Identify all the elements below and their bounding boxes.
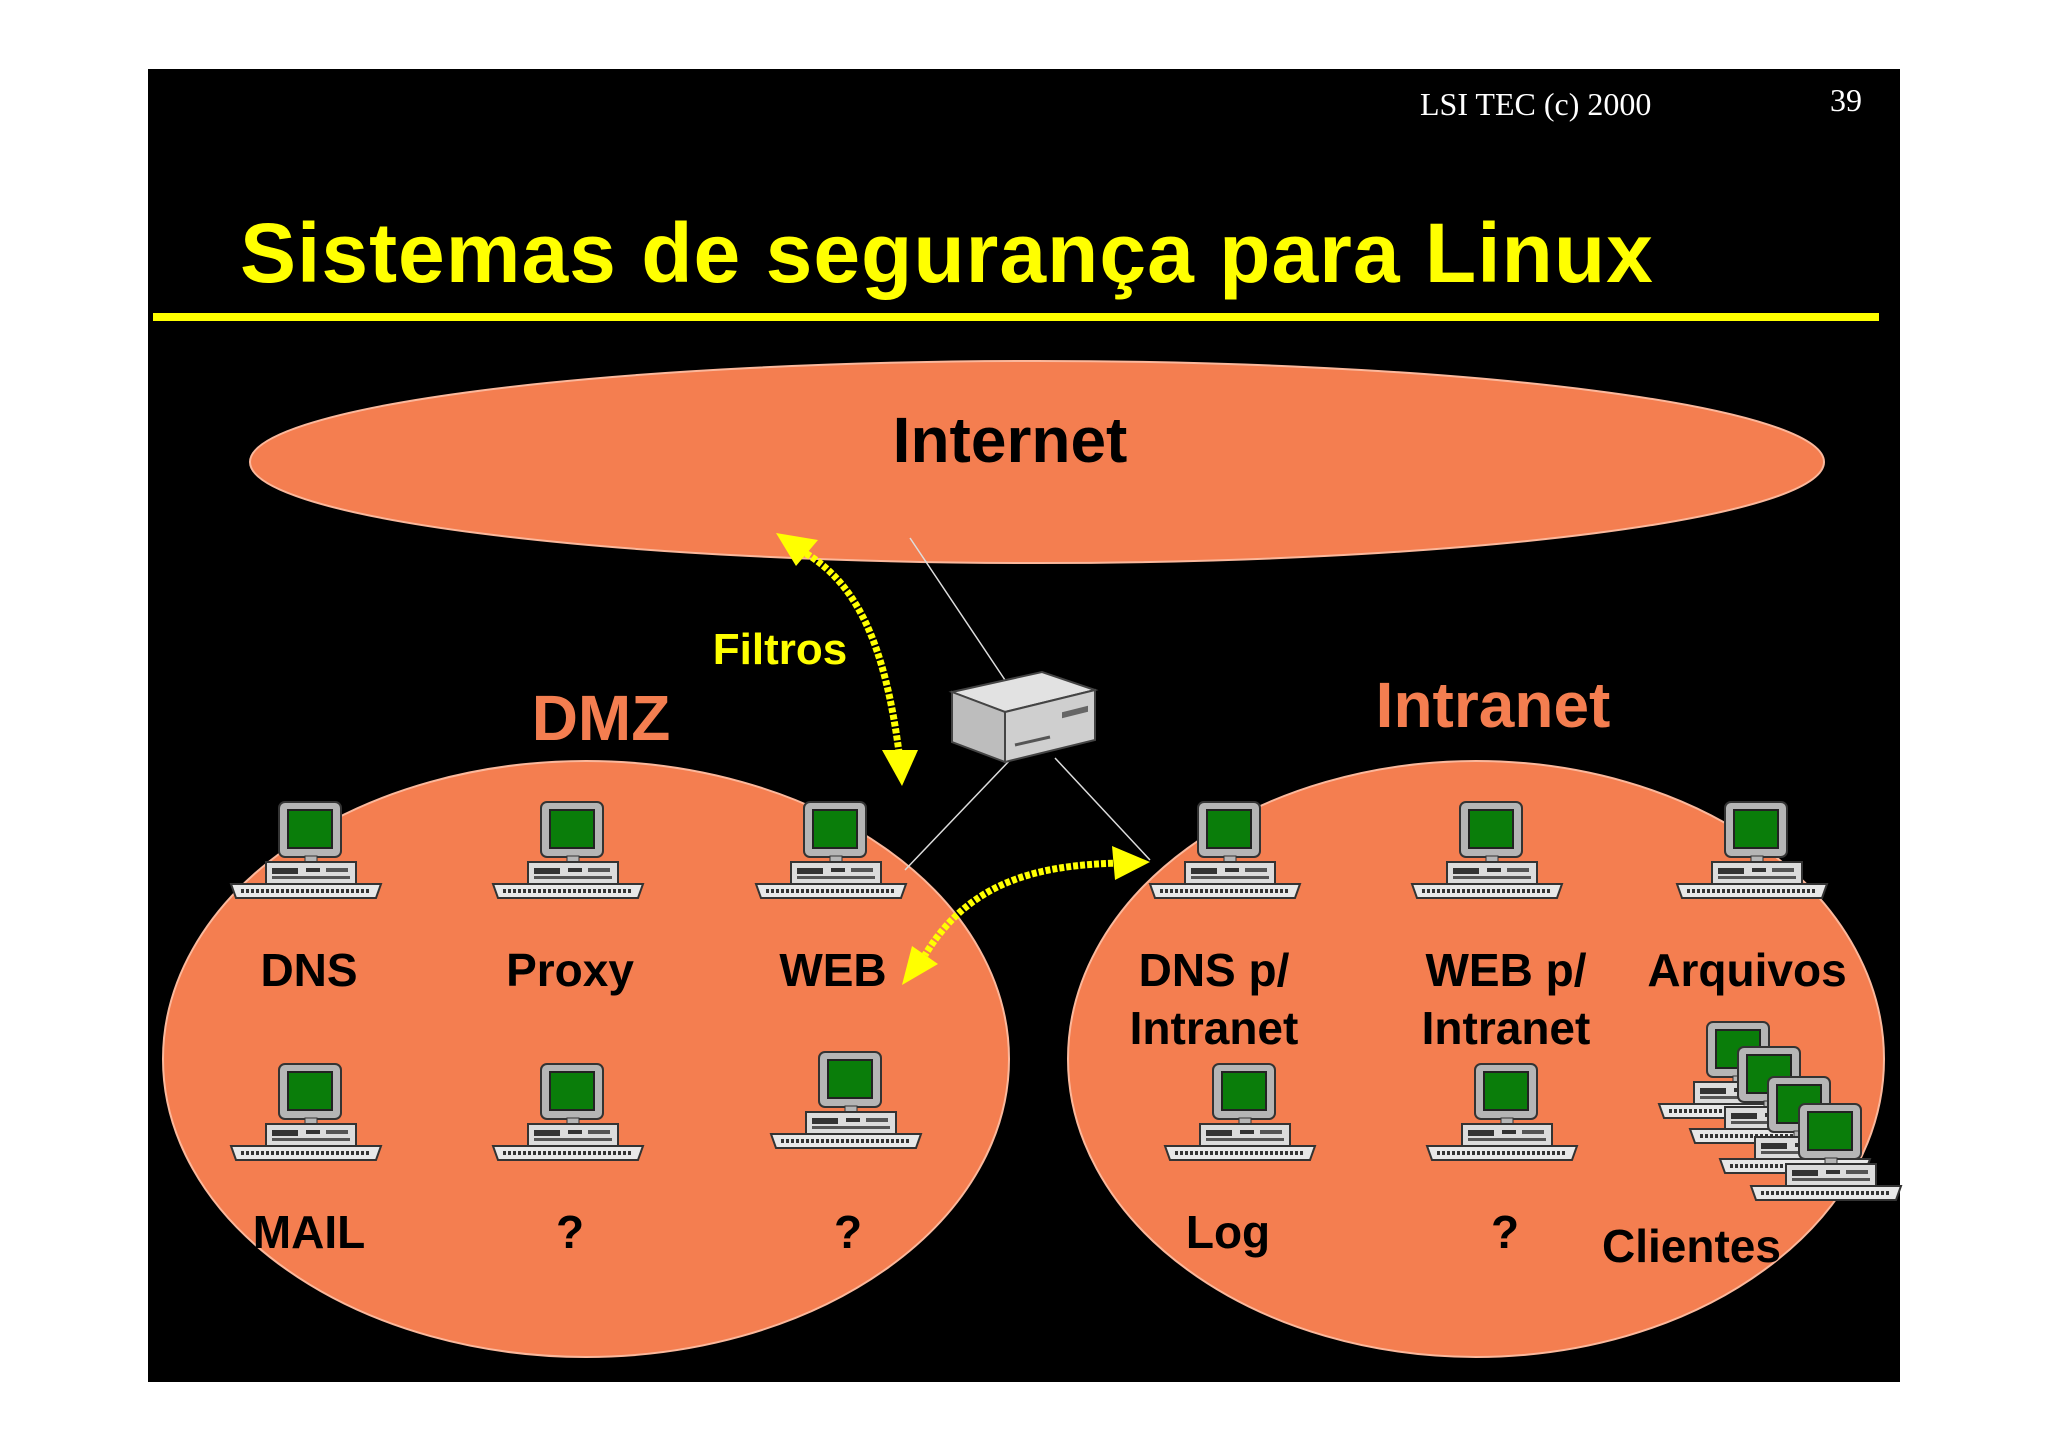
internet-cloud xyxy=(249,360,1825,564)
dmz-label: DMZ xyxy=(532,682,671,754)
intranet-web-label-line2: Intranet xyxy=(1422,1002,1591,1054)
dns-label: DNS xyxy=(260,944,357,996)
connection-lines xyxy=(904,537,1151,871)
header-copyright: LSI TEC (c) 2000 xyxy=(1420,86,1652,122)
arquivos-label: Arquivos xyxy=(1647,944,1846,996)
intranet-dns-label-line1: DNS p/ xyxy=(1139,944,1290,996)
title-underline xyxy=(153,313,1879,321)
filtros-label: Filtros xyxy=(713,625,847,674)
slide-title: Sistemas de segurança para Linux xyxy=(240,206,1654,300)
filter-arrow xyxy=(776,533,918,786)
intranet-web-label-line1: WEB p/ xyxy=(1426,944,1587,996)
unknown-dmz-label-2: ? xyxy=(834,1206,862,1258)
intranet-label: Intranet xyxy=(1376,669,1611,741)
page-number: 39 xyxy=(1830,82,1862,118)
firewall-server-icon xyxy=(948,670,1099,764)
intranet-dns-label-line2: Intranet xyxy=(1130,1002,1299,1054)
internet-label: Internet xyxy=(893,404,1128,476)
unknown-intranet-label: ? xyxy=(1491,1206,1519,1258)
unknown-dmz-label: ? xyxy=(556,1206,584,1258)
log-label: Log xyxy=(1186,1206,1270,1258)
proxy-label: Proxy xyxy=(506,944,634,996)
dmz-zone xyxy=(162,760,1010,1358)
web-label: WEB xyxy=(779,944,886,996)
clientes-label: Clientes xyxy=(1602,1220,1781,1272)
intranet-zone xyxy=(1067,760,1885,1358)
dmz-intranet-arrow xyxy=(902,846,1150,985)
mail-label: MAIL xyxy=(253,1206,365,1258)
